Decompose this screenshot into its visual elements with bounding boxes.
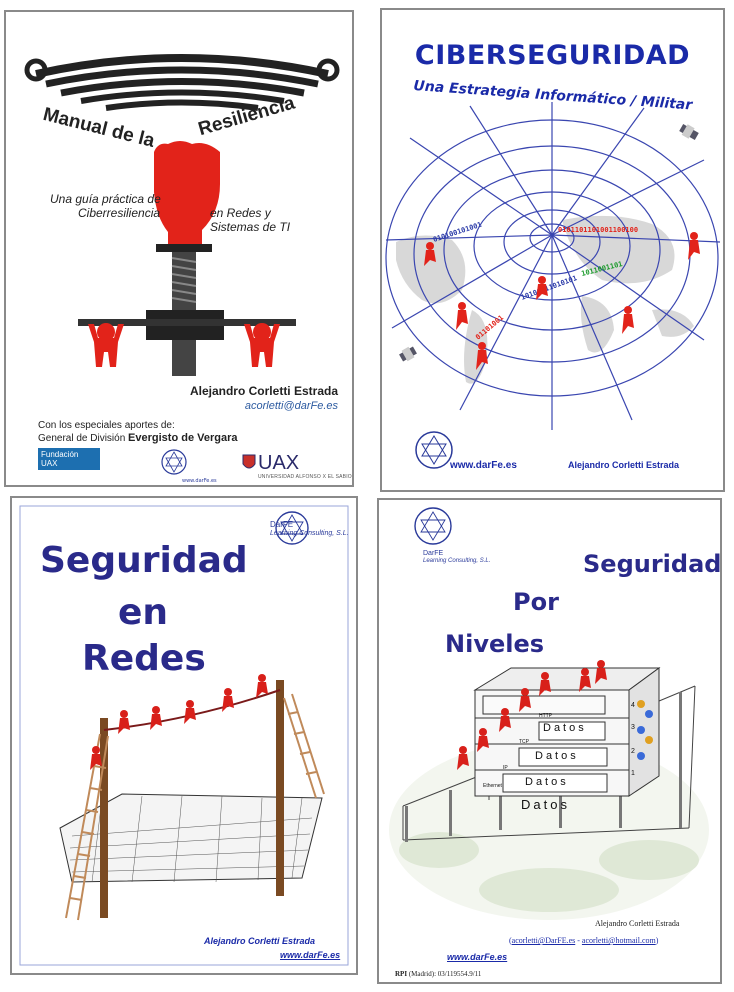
layer-label-tcp: TCP [519,739,529,745]
cover2-title: CIBERSEGURIDAD [414,40,691,71]
layered-fortress-illustration [389,507,709,920]
email-sep: - [575,936,582,945]
contrib-prefix: General de División [38,433,126,444]
cover1-darfe-url: www.darFe.es [182,478,217,484]
cover4-emails: (acorletti@DarFE.es - acorletti@hotmail.… [509,936,659,945]
cover4-author: Alejandro Corletti Estrada [595,919,680,928]
level-number-2: 2 [631,748,635,755]
darfe-logo-icon [161,449,187,475]
book-cover-seguridad-en-redes[interactable]: Seguridad en Redes DarFE Learning Consul… [10,496,358,975]
rpi-label: RPI [395,970,408,978]
book-cover-seguridad-por-niveles[interactable]: Seguridad Por Niveles DarFE Learning Con… [377,498,722,984]
cover2-web: www.darFe.es [450,460,517,471]
contrib-name: Evergisto de Vergara [128,432,238,444]
fund-label-b: UAX [41,459,58,468]
cover4-brand-sub: Learning Consulting, S.L. [423,558,491,564]
svg-text:010100101001: 010100101001 [432,221,483,244]
layer-datos-1: Datos [521,797,570,812]
cover1-subtitle-d: Sistemas de TI [210,220,291,234]
cover3-brand: DarFE [270,520,294,529]
cover4-title-line3: Niveles [445,630,545,658]
cover3-brand-sub: Learning Consulting, S.L. [270,530,349,537]
uax-crest-icon [242,454,256,469]
layer-label-ethernet: Ethernet [483,783,502,789]
email-2: acorletti@hotmail.com [581,936,656,945]
cover1-contributors: Con los especiales aportes de: General d… [38,420,238,445]
leaf-spring-press-illustration [24,54,340,376]
cover1-author: Alejandro Corletti Estrada [189,384,338,398]
fund-label: Fundación [41,450,79,459]
contrib-name-line: General de División Evergisto de Vergara [38,432,238,445]
fundacion-uax-logo: Fundación UAX [38,448,100,470]
layer-label-http: HTTP [539,713,553,719]
level-number-3: 3 [631,724,635,731]
cover4-rpi: RPI (Madrid): 03/119554.9/11 [395,970,481,978]
contrib-line: Con los especiales aportes de: [38,420,175,431]
cover2-author: Alejandro Corletti Estrada [568,460,680,470]
layer-datos-2: Datos [525,776,569,788]
rpi-value: (Madrid): 03/119554.9/11 [408,970,482,978]
cover3-title-line1: Seguridad [40,540,248,581]
cover1-subtitle-b: Ciberresiliencia [78,206,161,220]
cover1-email: acorletti@darFe.es [244,400,338,412]
tightrope-net-illustration [19,505,349,966]
level-number-4: 4 [631,702,635,709]
cover4-brand: DarFE [423,550,444,557]
spider-web-world-illustration: 010100101001 0101101101001100100 1010001… [385,102,721,469]
satellite-icon [679,124,699,140]
layer-datos-3: Datos [535,750,579,762]
layer-label-ip: IP [503,765,508,771]
cover4-title-line2: Por [513,588,559,616]
cover3-title-line3: Redes [82,638,206,679]
email-1: acorletti@DarFE.es [511,936,576,945]
cover3-web: www.darFe.es [280,950,341,960]
book-cover-ciberseguridad[interactable]: 010100101001 0101101101001100100 1010001… [380,8,725,492]
cover3-title-line2: en [118,592,169,633]
layer-datos-4: Datos [543,722,587,734]
cover4-title-line1: Seguridad [583,550,722,578]
uax-logo-text: UAX [258,452,300,474]
cover3-author: Alejandro Corletti Estrada [204,936,316,946]
cover1-subtitle-c: en Redes y [210,206,271,220]
level-number-1: 1 [631,770,635,777]
book-cover-manual-resiliencia[interactable]: Manual de la Resiliencia Una guía prácti… [4,10,354,487]
cover1-subtitle-a: Una guía práctica de [50,192,161,206]
uax-subtext: UNIVERSIDAD ALFONSO X EL SABIO [258,474,352,480]
svg-text:0101101101001100100: 0101101101001100100 [558,226,638,234]
cover4-web: www.darFe.es [447,952,508,962]
